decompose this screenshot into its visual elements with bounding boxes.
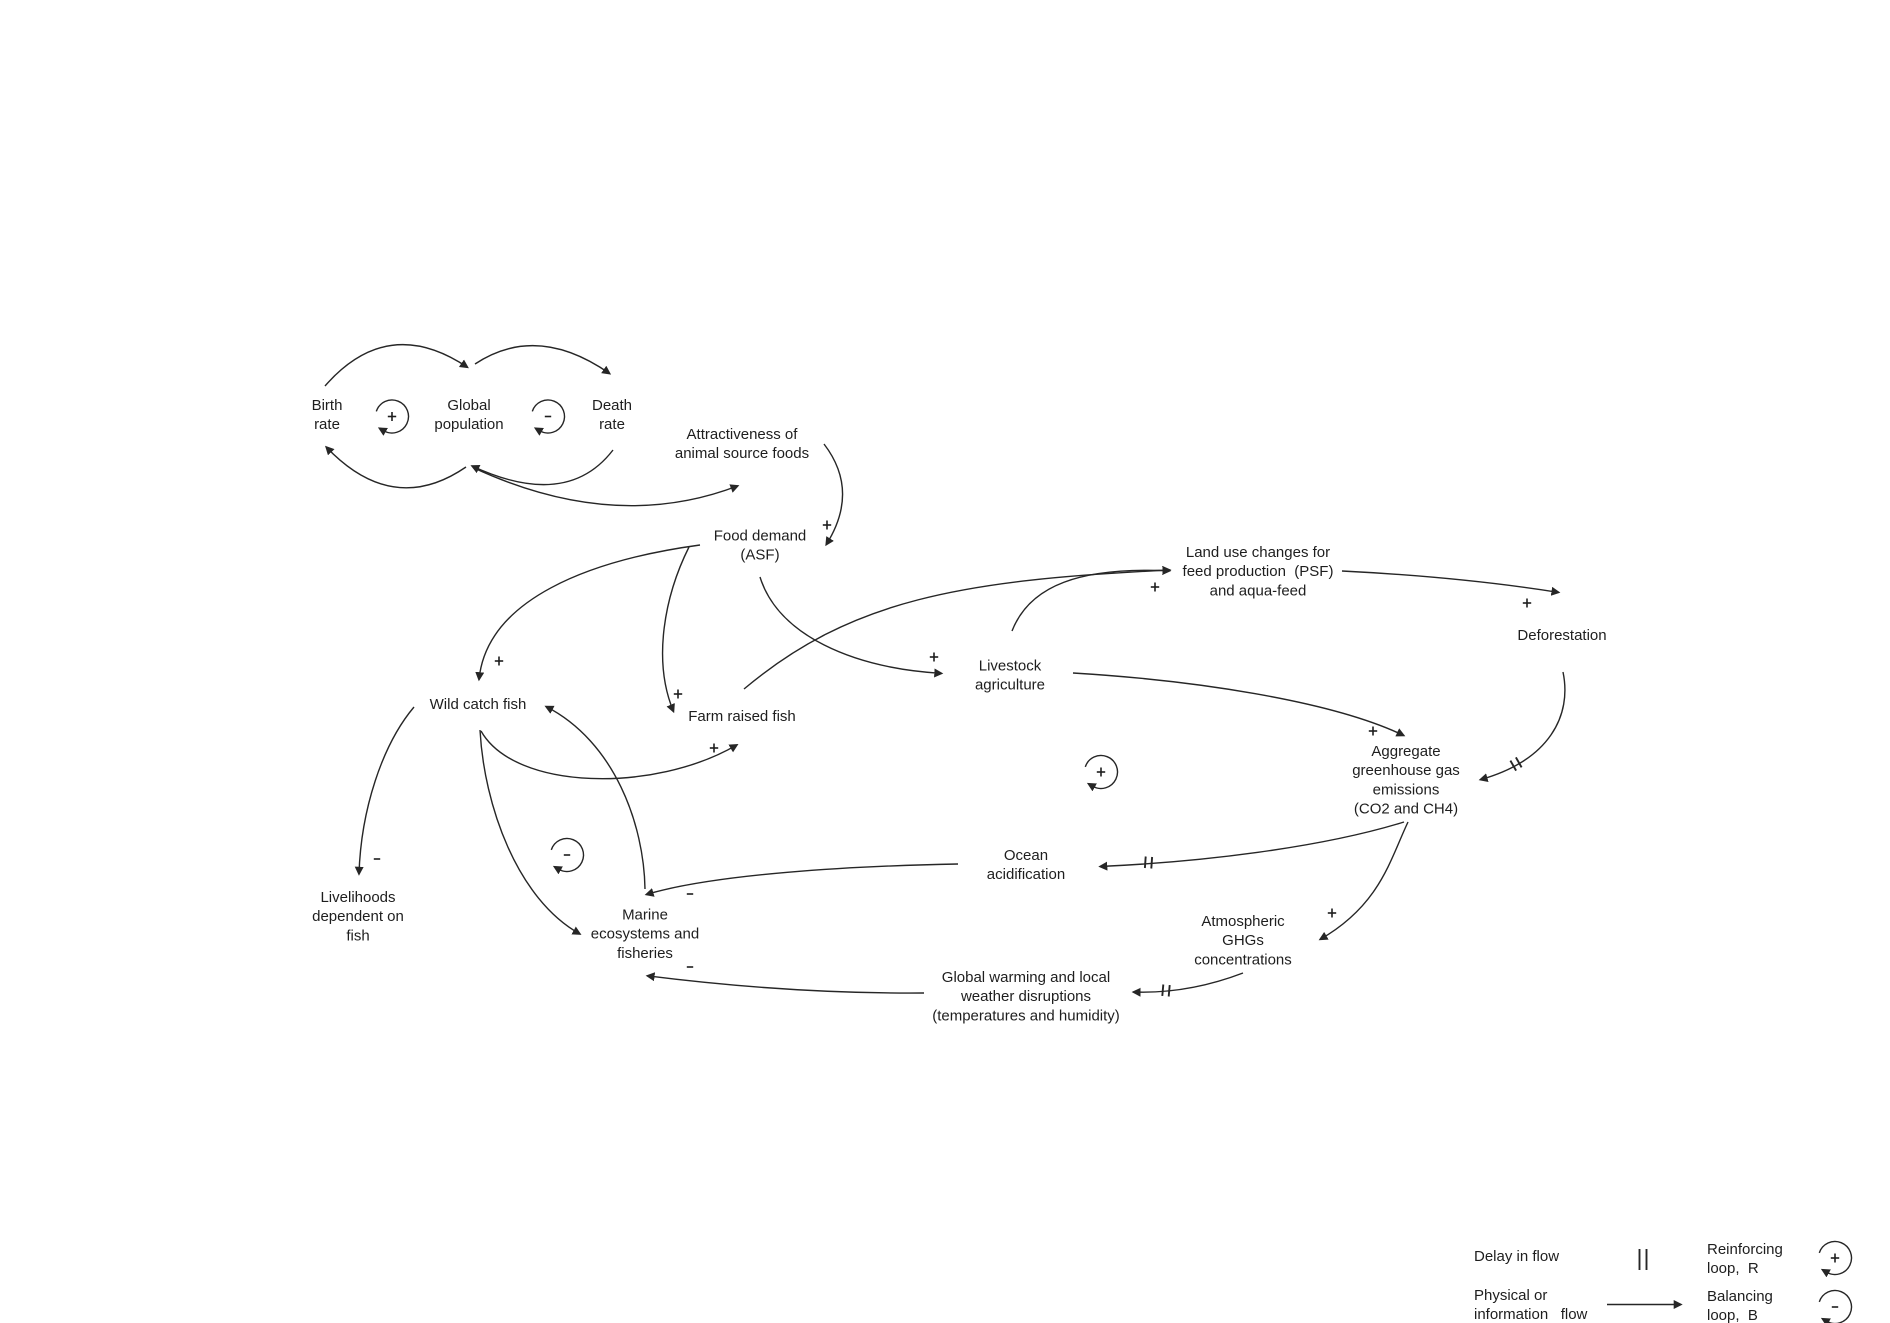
svg-text:agriculture: agriculture: [975, 677, 1045, 694]
svg-text:information flow: information flow: [1474, 1306, 1588, 1323]
svg-text:Marine: Marine: [622, 906, 668, 923]
svg-text:Global warming and local: Global warming and local: [942, 969, 1110, 986]
svg-text:emissions: emissions: [1373, 781, 1440, 798]
svg-text:loop, B: loop, B: [1707, 1307, 1758, 1323]
svg-text:Food demand: Food demand: [714, 527, 807, 544]
svg-text:fish: fish: [346, 927, 369, 944]
svg-text:Global: Global: [447, 397, 490, 414]
svg-text:rate: rate: [599, 416, 625, 433]
svg-text:GHGs: GHGs: [1222, 932, 1264, 949]
svg-text:loop, R: loop, R: [1707, 1260, 1759, 1277]
svg-text:ecosystems and: ecosystems and: [591, 926, 699, 943]
svg-text:Deforestation: Deforestation: [1517, 627, 1606, 644]
svg-text:Aggregate: Aggregate: [1371, 743, 1440, 760]
svg-text:weather disruptions: weather disruptions: [960, 988, 1091, 1005]
svg-text:acidification: acidification: [987, 866, 1065, 883]
svg-text:animal source foods: animal source foods: [675, 445, 809, 462]
svg-text:population: population: [434, 416, 503, 433]
svg-text:Livelihoods: Livelihoods: [320, 889, 395, 906]
svg-text:concentrations: concentrations: [1194, 951, 1292, 968]
svg-text:and aqua-feed: and aqua-feed: [1210, 582, 1307, 599]
svg-text:greenhouse gas: greenhouse gas: [1352, 762, 1460, 779]
svg-text:Livestock: Livestock: [979, 657, 1042, 674]
svg-text:Land use changes for: Land use changes for: [1186, 544, 1330, 561]
svg-text:Attractiveness of: Attractiveness of: [687, 426, 799, 443]
svg-text:(CO2 and CH4): (CO2 and CH4): [1354, 801, 1458, 818]
svg-text:feed production (PSF): feed production (PSF): [1183, 563, 1334, 580]
svg-text:(temperatures and humidity): (temperatures and humidity): [932, 1007, 1120, 1024]
svg-text:rate: rate: [314, 416, 340, 433]
svg-text:Farm raised fish: Farm raised fish: [688, 708, 796, 725]
svg-text:fisheries: fisheries: [617, 945, 673, 962]
svg-text:Delay in flow: Delay in flow: [1474, 1248, 1559, 1265]
svg-text:(ASF): (ASF): [740, 547, 779, 564]
svg-text:Physical or: Physical or: [1474, 1287, 1547, 1304]
svg-text:Atmospheric: Atmospheric: [1201, 913, 1285, 930]
svg-text:Wild catch fish: Wild catch fish: [430, 696, 527, 713]
svg-text:Reinforcing: Reinforcing: [1707, 1241, 1783, 1258]
svg-text:dependent on: dependent on: [312, 908, 404, 925]
svg-text:Ocean: Ocean: [1004, 847, 1048, 864]
svg-text:Balancing: Balancing: [1707, 1288, 1773, 1305]
svg-text:Death: Death: [592, 397, 632, 414]
svg-text:Birth: Birth: [312, 397, 343, 414]
